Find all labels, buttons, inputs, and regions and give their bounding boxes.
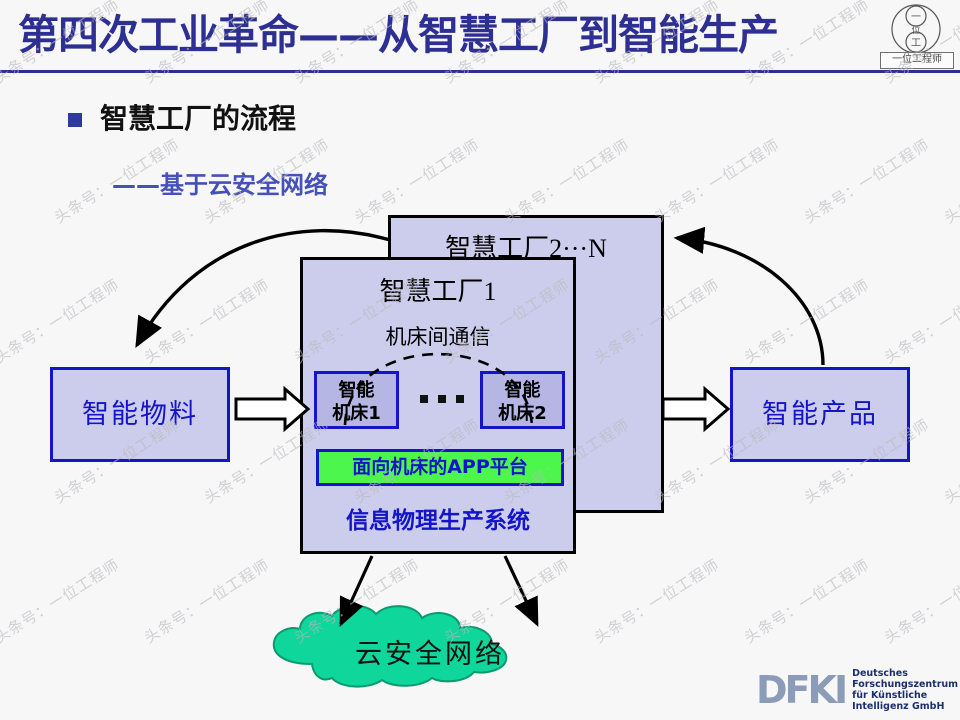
smart-machine-2-box[interactable]: 智能 机床2 bbox=[480, 371, 565, 429]
smart-material-box[interactable]: 智能物料 bbox=[50, 367, 230, 462]
m2m-dashed-arc bbox=[343, 352, 534, 429]
engineer-logo-icon: 一 位 工 bbox=[891, 4, 941, 54]
page-title: 第四次工业革命——从智慧工厂到智能生产 bbox=[18, 11, 779, 59]
dfki-line-3: für Künstliche bbox=[852, 690, 928, 701]
cloud-arrow-right bbox=[503, 555, 539, 627]
cpps-label: 信息物理生产系统 bbox=[346, 508, 530, 534]
dfki-wordmark: Deutsches Forschungszentrum für Künstlic… bbox=[852, 668, 958, 712]
bullet-square-icon bbox=[68, 113, 82, 127]
bullet-heading: 智慧工厂的流程 bbox=[100, 102, 297, 135]
smart-machine-1-line1: 智能 bbox=[338, 380, 375, 401]
dfki-line-2: Forschungszentrum bbox=[852, 679, 959, 690]
cloud-security-network-label: 云安全网络 bbox=[355, 639, 505, 669]
cloud-path bbox=[272, 605, 508, 688]
factory-1-label: 智慧工厂1 bbox=[379, 277, 497, 306]
m2m-communication-label: 机床间通信 bbox=[385, 325, 491, 349]
engineer-logo-label: 一位工程师 bbox=[880, 52, 954, 69]
svg-text:工: 工 bbox=[911, 38, 921, 49]
smart-machine-2-line1: 智能 bbox=[504, 380, 541, 401]
app-platform-box[interactable]: 面向机床的APP平台 bbox=[316, 449, 564, 486]
smart-machine-1-box[interactable]: 智能 机床1 bbox=[314, 371, 399, 429]
smart-product-box[interactable]: 智能产品 bbox=[730, 367, 910, 462]
title-divider bbox=[0, 70, 960, 73]
svg-text:一: 一 bbox=[911, 12, 921, 23]
dfki-line-1: Deutsches bbox=[852, 668, 908, 679]
subtitle-text: ——基于云安全网络 bbox=[112, 171, 328, 199]
svg-text:位: 位 bbox=[911, 24, 920, 35]
engineer-logo: 一 位 工 一位工程师 bbox=[878, 3, 954, 69]
cloud-arrow-left bbox=[339, 555, 374, 627]
machine-ellipsis-icon bbox=[420, 393, 464, 405]
feedback-arrow-right bbox=[673, 226, 825, 366]
smart-machine-2-line2: 机床2 bbox=[498, 403, 547, 424]
block-arrow-in bbox=[234, 385, 311, 433]
feedback-arrow-left bbox=[135, 228, 391, 348]
dfki-mark: DFKI bbox=[756, 668, 848, 712]
dfki-line-4: Intelligenz GmbH bbox=[852, 701, 945, 712]
dfki-logo: DFKI Deutsches Forschungszentrum für Kün… bbox=[756, 666, 958, 714]
block-arrow-out bbox=[661, 385, 731, 433]
